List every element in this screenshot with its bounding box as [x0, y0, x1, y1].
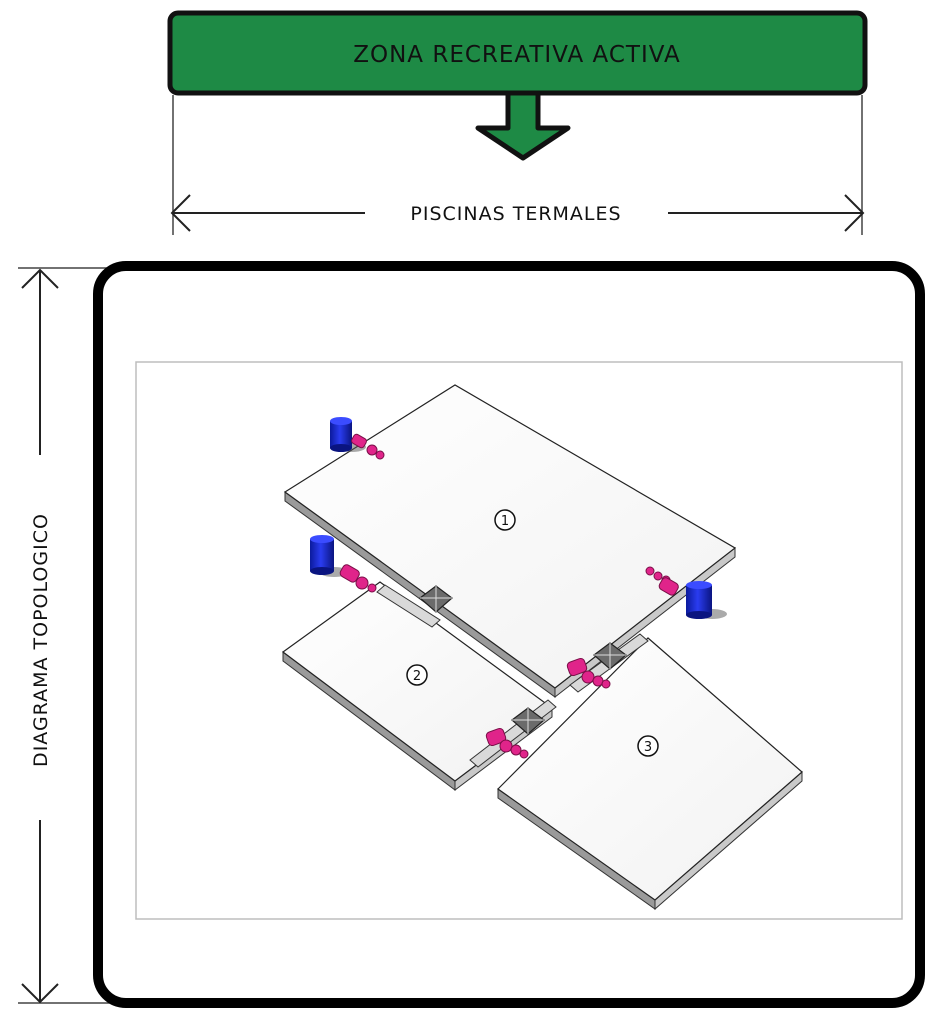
pool-3-number-badge: 3 — [637, 735, 659, 757]
pump-icon — [645, 566, 679, 596]
pool-1-number-badge: 1 — [494, 509, 516, 531]
pool-3 — [497, 637, 803, 911]
channel-1-2 — [376, 584, 441, 628]
horizontal-dimension — [170, 95, 865, 235]
vertical-dimension — [18, 267, 110, 1004]
pump-icon — [351, 433, 385, 460]
pump-icon — [485, 727, 529, 759]
vertical-dimension-label: DIAGRAMA TOPOLOGICO — [30, 513, 52, 767]
pool-2-number: 2 — [413, 669, 421, 684]
connector-b — [593, 642, 627, 670]
pool-3-slab — [497, 637, 803, 901]
connector-a — [419, 585, 453, 613]
connector-c — [511, 707, 545, 735]
tank-icon — [686, 581, 727, 619]
pool-2-number-badge: 2 — [406, 664, 428, 686]
pool-1-number: 1 — [501, 514, 509, 529]
pool-3-number: 3 — [644, 740, 652, 755]
horizontal-dimension-label: PISCINAS TERMALES — [410, 203, 621, 225]
down-arrow-icon — [475, 90, 571, 161]
pump-icon — [339, 564, 377, 593]
zone-banner: ZONA RECREATIVA ACTIVA — [167, 10, 868, 96]
pump-icon — [566, 657, 611, 689]
pool-1-slab — [283, 384, 737, 689]
tank-icon — [310, 535, 349, 577]
zone-title: ZONA RECREATIVA ACTIVA — [353, 42, 681, 68]
